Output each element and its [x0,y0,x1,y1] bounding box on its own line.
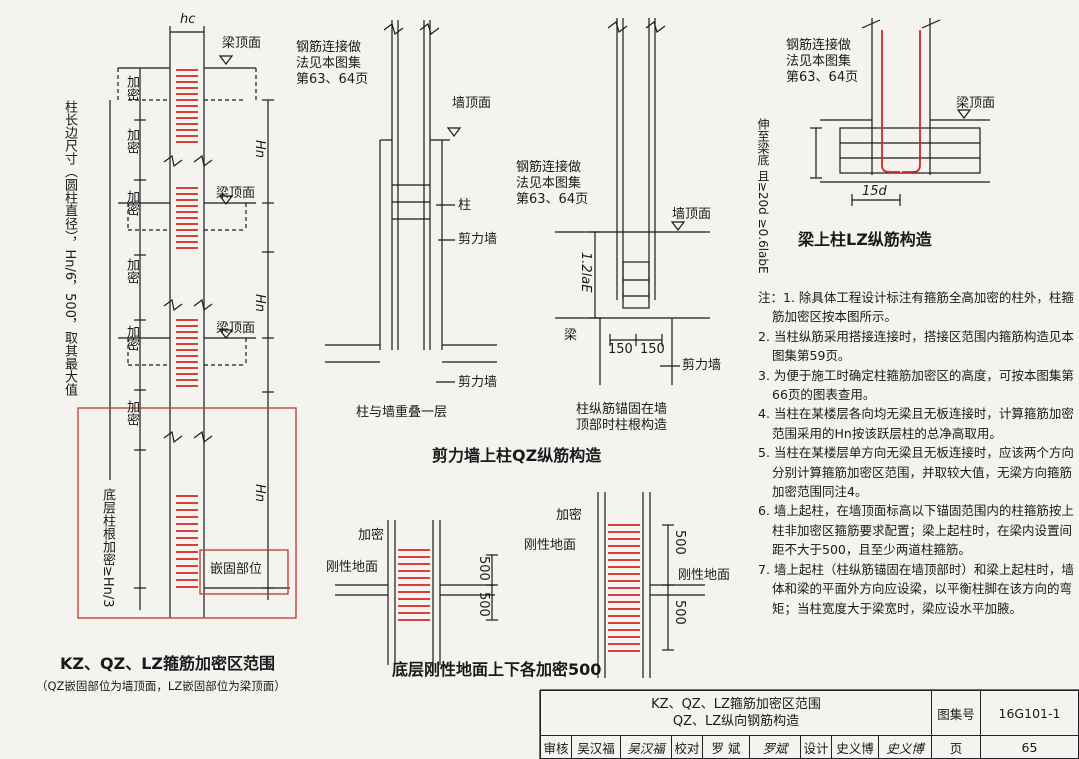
atlas-label: 图集号 [931,690,981,736]
page-label: 页 [931,735,981,759]
hn-label-1: Hn [252,140,267,159]
designer-name: 史义博 [831,735,879,759]
note-3: 3. 为便于施工时确定柱箍筋加密区的高度，可按本图集第66页的图表查用。 [758,367,1074,403]
rebar-note-3: 钢筋连接做 法见本图集 第63、64页 [786,38,859,85]
design-label: 设计 [800,735,832,759]
title-line-1: KZ、QZ、LZ箍筋加密区范围 [651,697,821,712]
column-label: 柱 [458,198,472,213]
dense-label-1: 加密 [124,75,139,101]
checker-signature: 罗斌 [749,735,801,759]
ground-dense-label-2: 加密 [556,508,583,523]
middle-left-caption: 柱与墙重叠一层 [356,405,448,420]
note-4: 4. 当柱在某楼层各向均无梁且无板连接时，计算箍筋加密范围采用的Hn按该跃层柱的… [758,406,1074,441]
anchor-length-label: 1.2laE [578,252,593,293]
note-7: 7. 墙上起柱（柱纵筋锚固在墙顶部时）和梁上起柱时，墙体和梁的平面外方向应设梁，… [758,561,1074,616]
wall-top-label-2: 墙顶面 [672,207,712,222]
ground-diagram [335,492,705,678]
ground-dense-label-1: 加密 [358,528,385,543]
ground-dim-500-3: 500 [672,530,687,555]
middle-right-caption: 柱纵筋锚固在墙 顶部时柱根构造 [576,402,668,433]
reviewer-name: 吴汉福 [571,735,621,759]
notes-head: 注： [758,290,784,305]
ground-dim-500-4: 500 [672,600,687,625]
hn-label-2: Hn [252,294,267,313]
ground-dim-500-2: 500 [476,592,491,617]
hn-label-3: Hn [252,484,267,503]
title-line-2: QZ、LZ纵向钢筋构造 [672,714,800,729]
left-stirrups [176,69,198,588]
dense-label-2: 加密 [124,128,139,154]
hc-label: hc [180,12,196,27]
dim-150-b: 150 [640,342,665,357]
rigid-ground-label-2: 刚性地面 [524,538,577,553]
rebar-note-1: 钢筋连接做 法见本图集 第63、64页 [296,40,369,87]
left-caption: KZ、QZ、LZ箍筋加密区范围 [60,654,276,673]
dense-label-5: 加密 [124,325,139,351]
shear-wall-label-3: 剪力墙 [682,358,722,373]
middle-left-diagram [325,20,497,383]
middle-caption: 剪力墙上柱QZ纵筋构造 [432,446,602,465]
notes: 注：1. 除具体工程设计标注有箍筋全高加密的柱外，柱箍筋加密区按本图所示。 2.… [732,288,1077,618]
review-label: 审核 [540,735,572,759]
page-number: 65 [980,735,1079,759]
ground-caption: 底层刚性地面上下各加密500 [392,660,602,679]
left-column-diagram [77,26,297,619]
reviewer-signature: 吴汉福 [620,735,672,759]
beam-label: 梁 [564,328,578,343]
wall-top-label-1: 墙顶面 [452,96,492,111]
lz-rebars [881,30,921,173]
note-6: 6. 墙上起柱，在墙顶面标高以下锚固范围内的柱箍筋按上柱非加密区箍筋要求配置；梁… [758,503,1074,558]
note-1-text: 1. 除具体工程设计标注有箍筋全高加密的柱外，柱箍筋加密区按本图所示。 [772,290,1074,325]
rebar-note-2: 钢筋连接做 法见本图集 第63、64页 [516,160,589,207]
beam-top-label-1: 梁顶面 [222,36,262,51]
note-1: 注：1. 除具体工程设计标注有箍筋全高加密的柱外，柱箍筋加密区按本图所示。 [732,288,1077,327]
shear-wall-label-2: 剪力墙 [458,375,498,390]
checker-name: 罗 斌 [702,735,750,759]
left-subcaption: （QZ嵌固部位为墙顶面，LZ嵌固部位为梁顶面） [36,679,286,693]
middle-right-diagram [555,18,710,385]
right-caption: 梁上柱LZ纵筋构造 [798,230,932,249]
side-rule-label: 柱长边尺寸（圆柱直径），Hn/6，500，取其最大值 [62,100,77,396]
dense-label-3: 加密 [124,190,139,216]
extend-rule-label: 伸至梁底 且≥20d ≥0.6labE [756,118,770,274]
check-label: 校对 [671,735,703,759]
dense-label-4: 加密 [124,258,139,284]
note-2: 2. 当柱纵筋采用搭接连接时，搭接区范围内箍筋构造见本图集第59页。 [758,328,1074,364]
rigid-ground-label-3: 刚性地面 [678,568,731,583]
beam-top-label-3: 梁顶面 [216,321,256,336]
rigid-ground-label-1: 刚性地面 [326,560,379,575]
root-dense-label: 底层柱根加密≥Hn/3 [100,488,115,608]
note-5: 5. 当柱在某楼层单方向无梁且无板连接时，应该两个方向分别计算箍筋加密区范围，并… [758,445,1074,500]
title-block-title: KZ、QZ、LZ箍筋加密区范围 QZ、LZ纵向钢筋构造 [540,690,932,736]
right-diagram [810,18,990,206]
dim-15d: 15d [862,184,887,199]
atlas-number: 16G101-1 [980,690,1079,736]
beam-top-label-2: 梁顶面 [216,186,256,201]
designer-signature: 史义博 [878,735,932,759]
dim-150-a: 150 [608,342,633,357]
beam-top-label-4: 梁顶面 [956,96,996,111]
dense-label-6: 加密 [124,400,139,426]
ground-dim-500-1: 500 [476,556,491,581]
embed-label: 嵌固部位 [210,562,263,577]
ground-stirrups [398,524,640,652]
shear-wall-label-1: 剪力墙 [458,232,498,247]
red-rebar [176,30,921,652]
